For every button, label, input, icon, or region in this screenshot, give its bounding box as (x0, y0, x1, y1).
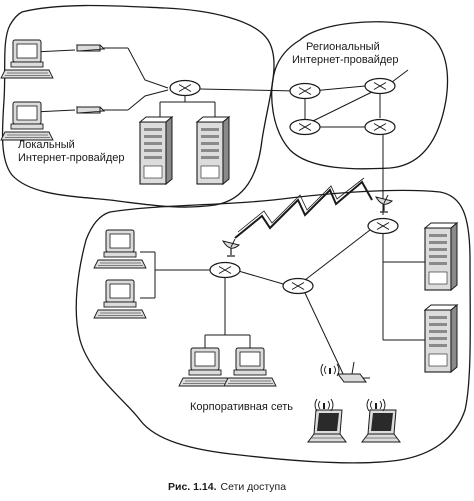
local-isp-server-2 (196, 116, 230, 185)
corporate-lan-router (209, 261, 241, 279)
office-pc-3 (178, 347, 232, 387)
regional-isp-label-line1: Региональный (306, 41, 380, 53)
regional-router-4 (364, 118, 396, 136)
home-pc-2 (0, 101, 54, 141)
figure-number: Рис. 1.14. (168, 481, 217, 493)
local-isp-server-1 (139, 116, 173, 185)
satellite-dish-lan (222, 238, 240, 257)
modem-1 (76, 44, 105, 52)
laptop-2 (361, 409, 401, 443)
modem-2 (76, 106, 105, 114)
local-isp-label-line2: Интернет-провайдер (18, 152, 125, 164)
regional-router-1 (289, 82, 321, 100)
figure-caption: Рис. 1.14. Сети доступа (168, 481, 286, 493)
corporate-net-label: Корпоративная сеть (190, 401, 293, 413)
satellite-dish-gateway (375, 194, 393, 213)
regional-router-3 (289, 118, 321, 136)
office-pc-4 (223, 347, 277, 387)
corporate-net-cloud (75, 189, 471, 464)
office-pc-1 (93, 229, 147, 269)
corporate-server-2 (424, 304, 458, 373)
regional-isp-cloud (271, 21, 449, 170)
laptop-2-waves (366, 398, 386, 412)
access-point-waves (320, 363, 340, 377)
home-pc-1 (0, 39, 54, 79)
figure-title: Сети доступа (221, 481, 287, 493)
wireless-access-point (337, 361, 367, 383)
laptop-1-waves (314, 398, 334, 412)
corporate-gateway-router (367, 217, 399, 235)
local-isp-label-line1: Локальный (18, 139, 75, 151)
local-isp-router (169, 79, 201, 97)
regional-router-2 (364, 77, 396, 95)
wireless-link (234, 180, 373, 239)
laptop-1 (307, 409, 347, 443)
local-isp-cloud (1, 4, 275, 208)
office-pc-2 (93, 279, 147, 319)
regional-isp-label-line2: Интернет-провайдер (292, 54, 399, 66)
links (33, 47, 425, 379)
corporate-server-1 (424, 222, 458, 291)
corporate-core-router (282, 277, 314, 295)
